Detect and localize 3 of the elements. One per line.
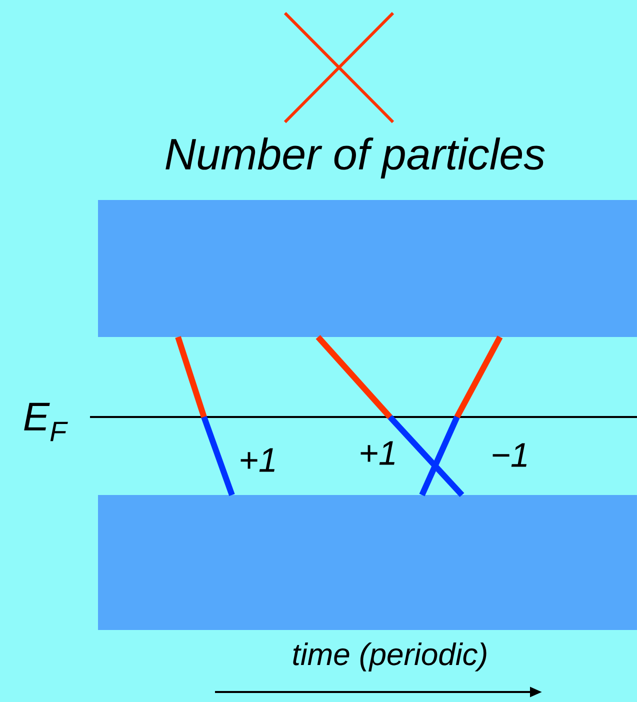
fermi-level-label: E$_{F}$ xyxy=(24,402,68,442)
energy-band xyxy=(98,495,637,630)
energy-band xyxy=(98,200,637,337)
